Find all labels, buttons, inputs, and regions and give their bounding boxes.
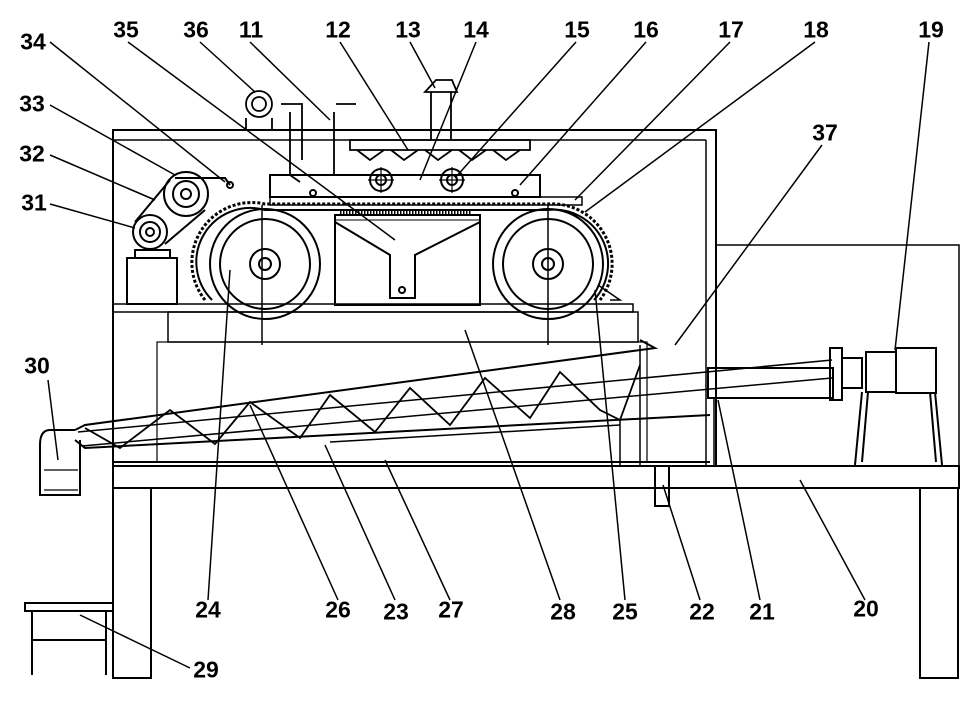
callout-24: 24 (195, 596, 221, 623)
callout-36: 36 (183, 16, 209, 43)
callout-22: 22 (689, 598, 715, 625)
side-stand (24, 602, 114, 675)
callout-28: 28 (550, 598, 576, 625)
callout-32: 32 (19, 140, 45, 167)
callout-19: 19 (918, 16, 944, 43)
gear-carriage (269, 167, 583, 206)
machine-housing (112, 129, 960, 467)
callout-31: 31 (21, 189, 47, 216)
callout-17: 17 (718, 16, 744, 43)
callout-27: 27 (438, 596, 464, 623)
callout-21: 21 (749, 598, 775, 625)
callout-16: 16 (633, 16, 659, 43)
callout-12: 12 (325, 16, 351, 43)
callout-14: 14 (463, 16, 489, 43)
callout-34: 34 (20, 28, 46, 55)
callout-29: 29 (193, 656, 219, 683)
table-frame (112, 461, 960, 679)
callout-33: 33 (19, 90, 45, 117)
callout-20: 20 (853, 595, 879, 622)
screw-conveyor (39, 339, 943, 507)
callout-26: 26 (325, 596, 351, 623)
callout-23: 23 (383, 598, 409, 625)
feed-hopper (245, 79, 531, 183)
callout-13: 13 (395, 16, 421, 43)
leader-lines (47, 41, 930, 669)
callout-35: 35 (113, 16, 139, 43)
belt-conveyor (190, 201, 623, 345)
callout-11: 11 (238, 16, 264, 43)
callout-18: 18 (803, 16, 829, 43)
callout-25: 25 (612, 598, 638, 625)
callout-30: 30 (24, 352, 50, 379)
callout-37: 37 (812, 119, 838, 146)
drive-motor (126, 171, 234, 305)
callout-15: 15 (564, 16, 590, 43)
